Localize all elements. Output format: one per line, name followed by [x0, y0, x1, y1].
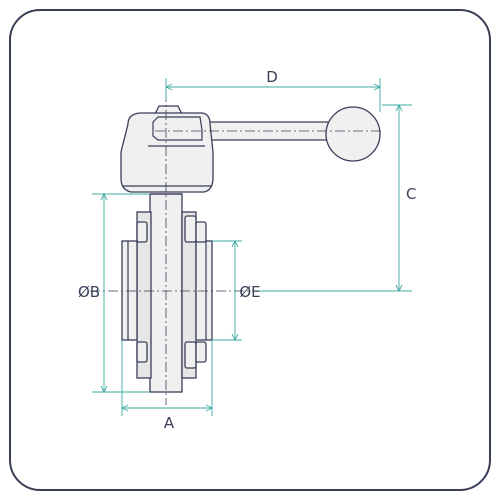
dimension-a-label: A	[164, 414, 175, 432]
dimension-d-label: D	[266, 68, 278, 86]
valve-body	[121, 193, 213, 393]
handle-head	[120, 112, 214, 193]
dimension-d	[164, 78, 382, 112]
bolt-nut	[136, 221, 148, 243]
head-slot	[152, 116, 203, 141]
left-ferrule	[121, 240, 138, 341]
dimension-b	[92, 192, 150, 394]
dimension-c	[258, 103, 412, 293]
dimension-a	[120, 340, 214, 416]
bolt-nut	[184, 341, 197, 369]
handle-assembly	[120, 105, 381, 193]
bolt-nut	[136, 341, 148, 363]
bolt-nut	[195, 341, 207, 363]
dimension-b-label: ØB	[78, 283, 100, 301]
dimension-c-label: C	[406, 185, 416, 203]
bolt-nut	[195, 221, 207, 243]
bolt-nut	[184, 215, 197, 243]
dimension-e	[212, 239, 242, 342]
right-ferrule	[195, 240, 213, 341]
drawing-frame	[9, 9, 491, 491]
dimension-e-label: ØE	[239, 283, 260, 301]
ball-grip	[325, 106, 381, 162]
